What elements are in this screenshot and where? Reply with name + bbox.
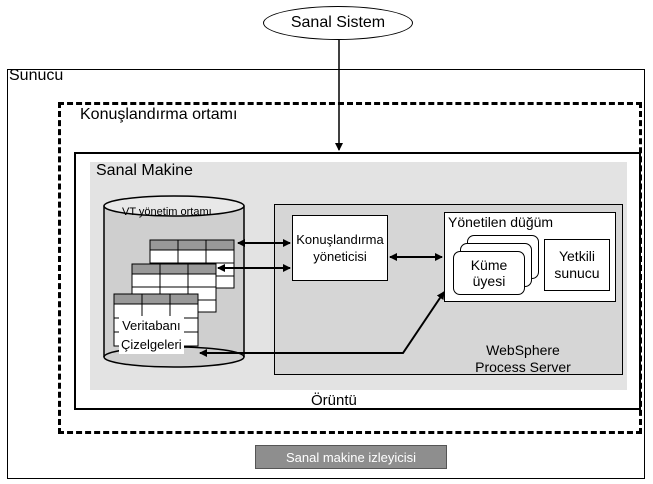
- websphere-line2: Process Server: [475, 359, 571, 375]
- node-db-arrow: [199, 291, 445, 357]
- deployment-manager-line1: Konuşlandırma: [296, 232, 384, 247]
- server-label: Sunucu: [9, 67, 64, 84]
- cluster-member-line1: Küme: [470, 257, 508, 273]
- cluster-member-card: Küme üyesi: [453, 251, 525, 295]
- pattern-label: Örüntü: [311, 392, 357, 409]
- virtual-system-label: Sanal Sistem: [290, 14, 386, 31]
- websphere-process-server-label: WebSphere Process Server: [468, 342, 578, 376]
- managed-node-label: Yönetilen düğüm: [448, 214, 554, 230]
- vm-monitor-label: Sanal makine izleyicisi: [285, 449, 417, 465]
- deployment-manager-box: Konuşlandırma yöneticisi: [292, 215, 388, 281]
- cluster-member-line2: üyesi: [472, 273, 506, 289]
- deployment-environment-label: Konuşlandırma ortamı: [80, 106, 238, 123]
- authorized-server-line1: Yetkili: [558, 248, 596, 264]
- authorized-server-box: Yetkili sunucu: [544, 239, 610, 291]
- deployment-manager-line2: yöneticisi: [313, 249, 367, 264]
- db-tables-line2: Çizelgeleri: [121, 337, 182, 352]
- websphere-line1: WebSphere: [486, 342, 560, 358]
- db-tables-label: Veritabanı Çizelgeleri: [119, 316, 184, 354]
- vm-monitor-box: Sanal makine izleyicisi: [255, 445, 447, 469]
- vm-admin-env-label: VT yönetim ortamı: [122, 206, 212, 218]
- db-tables-line1: Veritabanı: [122, 318, 181, 333]
- virtual-machine-label: Sanal Makine: [96, 162, 193, 179]
- authorized-server-line2: sunucu: [554, 265, 600, 281]
- virtual-system-oval: Sanal Sistem: [263, 6, 413, 40]
- server-box: [7, 69, 645, 479]
